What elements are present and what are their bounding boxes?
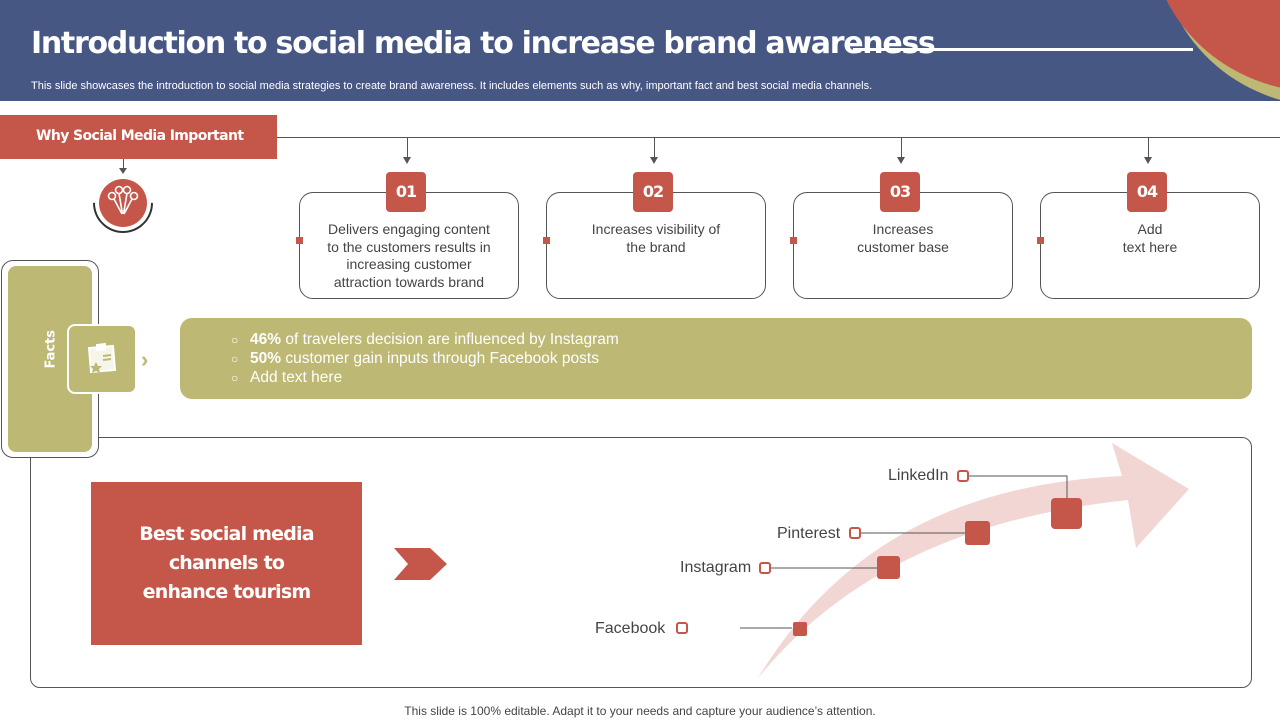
card-marker	[1037, 237, 1044, 244]
facts-bar	[180, 318, 1252, 399]
header-banner: Introduction to social media to increase…	[0, 0, 1280, 101]
instagram-marker	[877, 556, 900, 579]
growth-arrow	[740, 443, 1189, 678]
connector-drop	[1148, 137, 1149, 159]
reason-number-badge: 02	[633, 172, 673, 212]
channel-facebook: Facebook	[595, 620, 666, 637]
reason-number-badge: 04	[1127, 172, 1167, 212]
fact-highlight: 46%	[250, 331, 282, 348]
page-title: Introduction to social media to increase…	[31, 26, 936, 61]
linkedin-marker	[1051, 498, 1082, 529]
fact-text: customer gain inputs through Facebook po…	[281, 350, 599, 367]
card-marker	[790, 237, 797, 244]
fact-item: ○ Add text here	[231, 369, 342, 387]
connector-drop	[123, 159, 124, 169]
channel-pinterest: Pinterest	[777, 525, 841, 542]
facts-label: Facts	[43, 329, 59, 369]
clipboard-icon	[67, 324, 137, 394]
channel-linkedin: LinkedIn	[888, 467, 949, 484]
card-marker	[543, 237, 550, 244]
channels-panel	[30, 437, 1252, 688]
reason-card-2: Increases visibility of the brand	[543, 192, 766, 299]
reason-number-badge: 01	[386, 172, 426, 212]
reason-text: Increases visibility of the brand	[591, 221, 721, 255]
fact-item: ○ 50% customer gain inputs through Facebo…	[231, 350, 599, 368]
facebook-dot	[676, 622, 688, 634]
page-subtitle: This slide showcases the introduction to…	[31, 80, 873, 92]
bullet-icon: ○	[231, 333, 239, 347]
growth-arrow-shape	[758, 443, 1189, 678]
card-marker	[296, 237, 303, 244]
fact-text: Add text here	[250, 369, 343, 386]
connector-arrow	[897, 157, 905, 164]
facebook-marker	[793, 622, 807, 636]
connector-drop	[407, 137, 408, 159]
pinterest-marker	[965, 521, 990, 545]
why-label: Why Social Media Important	[36, 128, 244, 144]
connector-arrow	[650, 157, 658, 164]
connector-drop	[654, 137, 655, 159]
channels-heading-box	[91, 482, 362, 645]
connector-drop	[901, 137, 902, 159]
fact-text: of travelers decision are influenced by …	[281, 331, 619, 348]
footer-note: This slide is 100% editable. Adapt it to…	[404, 704, 876, 718]
lollipop-icon	[99, 179, 147, 227]
channel-instagram: Instagram	[680, 559, 752, 576]
fact-item: ○ 46% of travelers decision are influence…	[231, 331, 619, 349]
connector-arrow	[1144, 157, 1152, 164]
reason-text: Add text here	[1122, 221, 1178, 255]
bullet-icon: ○	[231, 352, 239, 366]
chevron-right-icon: ›	[141, 347, 149, 372]
chevron-arrow-icon	[394, 548, 447, 580]
title-underline	[853, 48, 1193, 51]
reason-card-1: Delivers engaging content to the custome…	[296, 192, 519, 299]
reason-text: Increases customer base	[857, 221, 949, 255]
bullet-icon: ○	[231, 371, 239, 385]
channels-heading: Best social media channels to enhance to…	[139, 523, 314, 603]
reason-number-badge: 03	[880, 172, 920, 212]
fact-highlight: 50%	[250, 350, 282, 367]
reason-text: Delivers engaging content to the custome…	[327, 221, 491, 290]
connector-arrow	[119, 168, 127, 174]
connector-arrow	[403, 157, 411, 164]
connector-line	[277, 137, 1280, 138]
why-ribbon	[0, 115, 277, 159]
decorative-circle-red	[1150, 0, 1280, 92]
